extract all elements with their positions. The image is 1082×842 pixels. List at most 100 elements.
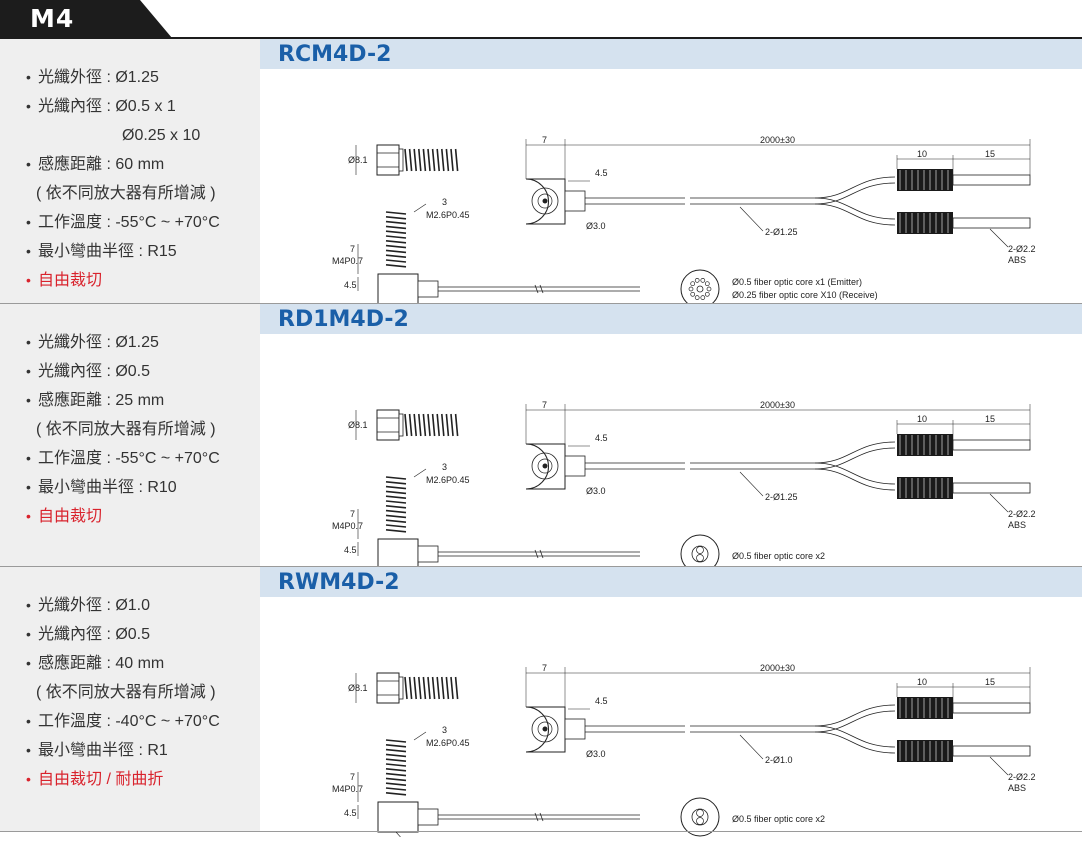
section-divider	[0, 566, 1082, 567]
core-note: Ø0.5 fiber optic core x1 (Emitter)	[732, 277, 862, 287]
tip-dia-label: Ø3.0	[586, 221, 606, 231]
spec-item: •光纖外徑 : Ø1.25	[26, 63, 220, 92]
total-length-label: 2000±30	[760, 400, 795, 410]
len-7-label: 7	[542, 400, 547, 410]
spec-panel: • 光纖外徑 : Ø1.0 • 光纖內徑 : Ø0.5 • 感應距離 : 40 mm ( 依…	[0, 567, 260, 831]
spec-text: 感應距離 : 40 mm	[38, 655, 165, 672]
spec-item: • 感應距離 : 60 mm	[26, 150, 220, 179]
spec-item: •工作溫度 : -55°C ~ +70°C	[26, 444, 220, 473]
spec-text: 光纖外徑 : Ø1.0	[38, 597, 151, 614]
thread-spec-label: M2.6P0.45	[426, 210, 470, 220]
m4-thread-label: M4P0.7	[332, 256, 363, 266]
bullet: •	[26, 597, 31, 613]
bullet: •	[26, 334, 31, 350]
spec-text: 自由裁切 / 耐曲折	[38, 771, 164, 788]
spec-item: • 光纖內徑 : Ø0.5	[26, 357, 220, 386]
spec-item: • 最小彎曲半徑 : R10	[26, 473, 220, 502]
spec-item: •光纖內徑 : Ø0.5 x 1	[26, 92, 220, 121]
fiber-dia-label: 2-Ø1.25	[765, 492, 798, 502]
model-name: RD1M4D-2	[278, 307, 409, 332]
spec-text: 工作溫度 : -40°C ~ +70°C	[38, 713, 220, 730]
fiber-dia-label: 2-Ø1.0	[765, 755, 793, 765]
tip-length-label: 4.5	[595, 168, 608, 178]
spec-text: 感應距離 : 60 mm	[38, 156, 165, 173]
spec-list: • 光纖外徑 : Ø1.25 • 光纖內徑 : Ø0.5 • 感應距離 : 25 mm ( …	[26, 328, 220, 531]
spec-text: 最小彎曲半徑 : R10	[38, 479, 177, 496]
total-length-label: 2000±30	[760, 663, 795, 673]
model-title-bar: RWM4D-2	[260, 567, 1082, 597]
spec-item: • 工作溫度 : -55°C ~ +70°C	[26, 208, 220, 237]
bullet: •	[26, 626, 31, 642]
dim-7-label: 7	[350, 244, 355, 254]
spec-text: ( 依不同放大器有所增減 )	[36, 684, 216, 701]
spec-text: ( 依不同放大器有所增減 )	[36, 185, 216, 202]
bullet: •	[26, 69, 31, 85]
spec-item: Ø0.25 x 10	[26, 121, 220, 150]
spec-text: 光纖外徑 : Ø1.25	[38, 334, 159, 351]
spec-item: •自由裁切	[26, 502, 220, 531]
spec-item: • 光纖內徑 : Ø0.5	[26, 620, 220, 649]
product-section: • 光纖外徑 : Ø1.25 • 光纖內徑 : Ø0.5 • 感應距離 : 25 mm ( …	[0, 304, 1082, 584]
dim-7-label: 7	[350, 509, 355, 519]
hex-nut: Ø8.1	[348, 672, 459, 704]
len-10-label: 10	[917, 677, 927, 687]
end-dia-label: 2-Ø2.2	[1008, 244, 1036, 254]
spec-item: • 光纖外徑 : Ø1.0	[26, 591, 220, 620]
hex-nut: Ø8.1	[348, 144, 459, 176]
spec-item: ( 依不同放大器有所增減 )	[26, 678, 220, 707]
spec-text: 最小彎曲半徑 : R1	[38, 742, 168, 759]
abs-label: ABS	[1008, 255, 1026, 265]
spec-text: 工作溫度 : -55°C ~ +70°C	[38, 214, 220, 231]
bullet: •	[26, 214, 31, 230]
spec-text: 感應距離 : 25 mm	[38, 392, 165, 409]
len-7-label: 7	[542, 135, 547, 145]
model-name: RCM4D-2	[278, 42, 392, 67]
thread-spec-label: M2.6P0.45	[426, 738, 470, 748]
tip-dia-label: Ø3.0	[586, 486, 606, 496]
len-15-label: 15	[985, 149, 995, 159]
dim-45-label: 4.5	[344, 808, 357, 818]
dim-45-label: 4.5	[344, 280, 357, 290]
spec-item: • 感應距離 : 40 mm	[26, 649, 220, 678]
core-note: Ø0.5 fiber optic core x2	[732, 551, 825, 561]
spec-item: ( 依不同放大器有所增減 )	[26, 415, 220, 444]
core-note: Ø0.5 fiber optic core x2	[732, 814, 825, 824]
product-section: • 光纖外徑 : Ø1.0 • 光纖內徑 : Ø0.5 • 感應距離 : 40 mm ( 依…	[0, 567, 1082, 842]
bullet: •	[26, 655, 31, 671]
bullet: •	[26, 156, 31, 172]
hex-dia-label: Ø8.1	[348, 683, 368, 693]
model-title-bar: RCM4D-2	[260, 39, 1082, 69]
bullet: •	[26, 272, 31, 288]
spec-item: • 光纖外徑 : Ø1.25	[26, 328, 220, 357]
spec-item: • 最小彎曲半徑 : R1	[26, 736, 220, 765]
hex-dia-label: Ø8.1	[348, 155, 368, 165]
spec-text: ( 依不同放大器有所增減 )	[36, 421, 216, 438]
spec-item: •工作溫度 : -40°C ~ +70°C	[26, 707, 220, 736]
bullet: •	[26, 450, 31, 466]
thread-spec-label: M2.6P0.45	[426, 475, 470, 485]
bullet: •	[26, 243, 31, 259]
bullet: •	[26, 742, 31, 758]
tip-dia-label: Ø3.0	[586, 749, 606, 759]
bullet: •	[26, 363, 31, 379]
spec-text: 光纖內徑 : Ø0.5	[38, 626, 151, 643]
header-title: M4	[30, 4, 75, 33]
bullet: •	[26, 479, 31, 495]
end-dia-label: 2-Ø2.2	[1008, 772, 1036, 782]
spec-text: 光纖內徑 : Ø0.5	[38, 363, 151, 380]
thread-length-label: 3	[442, 462, 447, 472]
len-15-label: 15	[985, 677, 995, 687]
spec-item: ( 依不同放大器有所增減 )	[26, 179, 220, 208]
header-rule	[0, 37, 1082, 39]
abs-label: ABS	[1008, 783, 1026, 793]
spec-panel: • 光纖外徑 : Ø1.25 • 光纖內徑 : Ø0.5 • 感應距離 : 25 mm ( …	[0, 304, 260, 567]
section-divider	[0, 303, 1082, 304]
section-header-tab: M4	[0, 0, 172, 38]
